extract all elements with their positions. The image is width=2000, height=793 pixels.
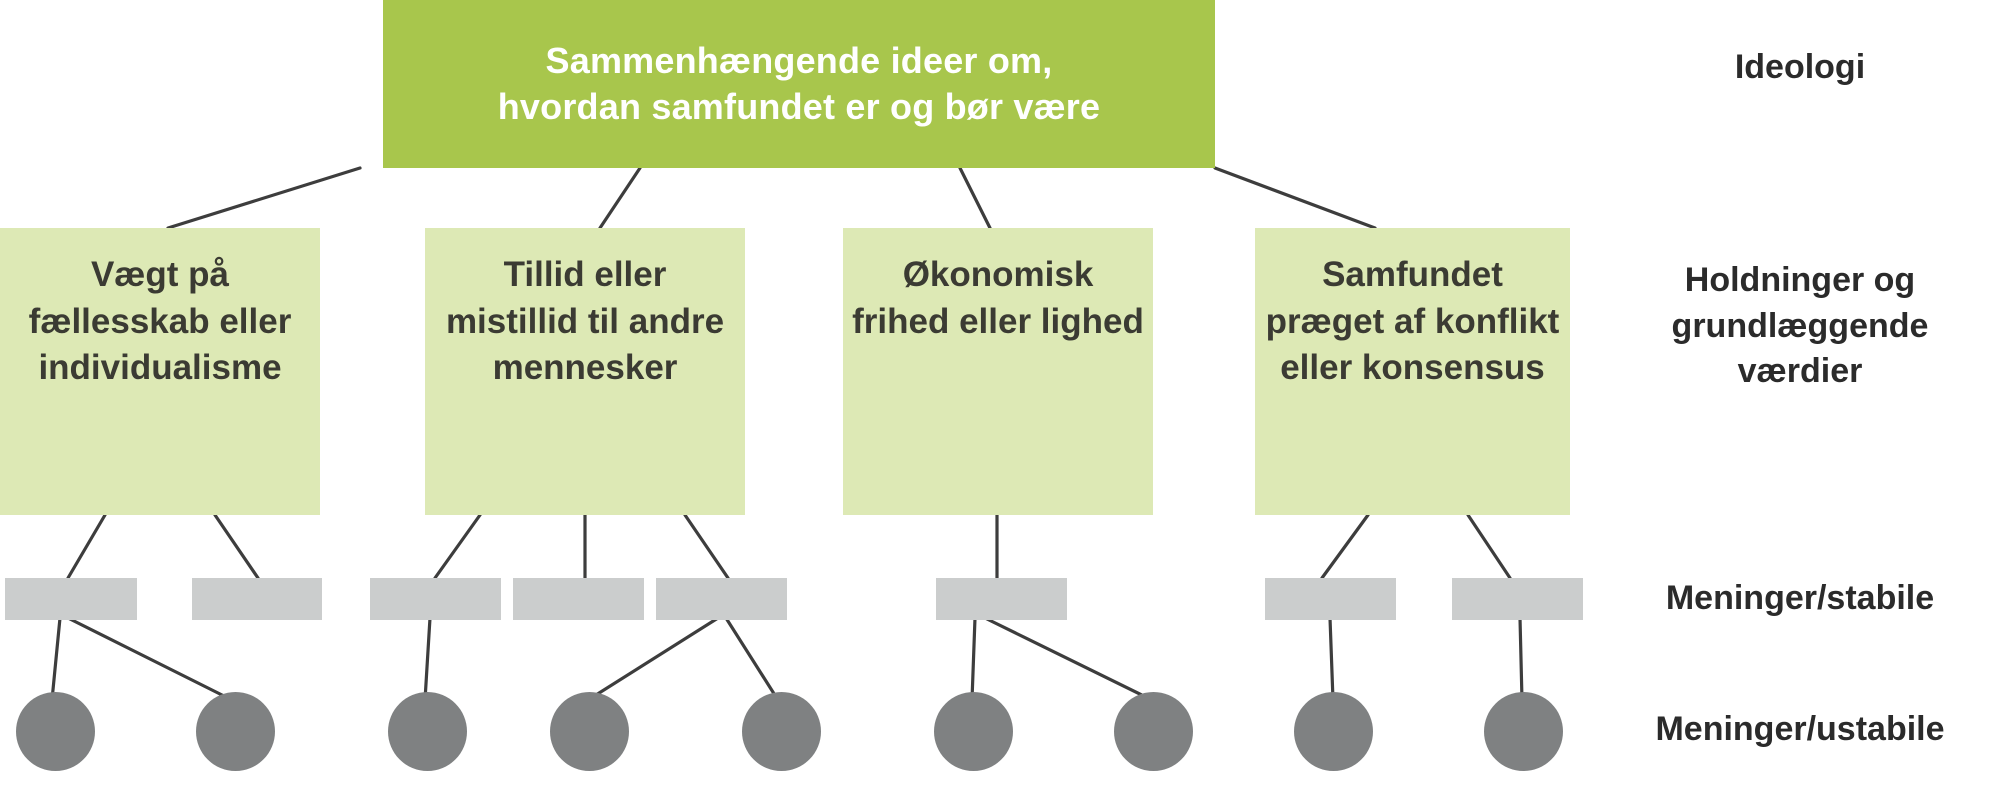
edge-attitude4-to-bar7 bbox=[1320, 513, 1370, 580]
row-label-meninger-ustabile: Meninger/ustabile bbox=[1600, 707, 2000, 753]
opinion-bar-8[interactable] bbox=[1452, 578, 1583, 620]
attitude-node-3-label: Økonomisk frihed eller lighed bbox=[852, 255, 1144, 341]
edge-bar8-to-dot9 bbox=[1518, 616, 1524, 702]
edge-root-to-attitude-4 bbox=[1213, 166, 1377, 230]
edge-attitude1-to-bar1 bbox=[66, 513, 107, 580]
row-label-meninger-ustabile-text: Meninger/ustabile bbox=[1655, 710, 1945, 749]
attitude-node-2-label: Tillid eller mistillid til andre mennesk… bbox=[445, 255, 725, 388]
opinion-bar-1[interactable] bbox=[5, 578, 137, 620]
opinion-bar-7[interactable] bbox=[1265, 578, 1396, 620]
root-node-ideology[interactable]: Sammenhængende ideer om, hvordan samfund… bbox=[383, 0, 1215, 168]
root-node-label: Sammenhængende ideer om, hvordan samfund… bbox=[498, 38, 1101, 130]
row-label-meninger-stabile-text: Meninger/stabile bbox=[1665, 579, 1935, 618]
attitude-node-1-label: Vægt på fællesskab eller individualisme bbox=[28, 255, 292, 388]
edge-bar5-to-dot5 bbox=[724, 616, 780, 702]
opinion-dot-3[interactable] bbox=[388, 692, 467, 771]
edge-bar1-to-dot2 bbox=[66, 616, 234, 702]
row-label-meninger-stabile: Meninger/stabile bbox=[1600, 576, 2000, 622]
edge-bar7-to-dot8 bbox=[1328, 616, 1335, 702]
opinion-dot-8[interactable] bbox=[1294, 692, 1373, 771]
edge-root-to-attitude-3 bbox=[958, 166, 992, 230]
edge-attitude2-to-bar3 bbox=[433, 513, 482, 580]
opinion-dot-2[interactable] bbox=[196, 692, 275, 771]
opinion-dot-5[interactable] bbox=[742, 692, 821, 771]
edge-attitude1-to-bar2 bbox=[213, 513, 260, 580]
row-label-holdninger-line-3: værdier bbox=[1737, 352, 1863, 391]
edge-attitude4-to-bar8 bbox=[1466, 513, 1512, 580]
opinion-dot-4[interactable] bbox=[550, 692, 629, 771]
opinion-bar-5[interactable] bbox=[656, 578, 787, 620]
row-label-ideologi-text: Ideologi bbox=[1734, 48, 1866, 87]
edge-root-to-attitude-1 bbox=[166, 166, 362, 230]
attitude-node-1[interactable]: Vægt på fællesskab eller individualisme bbox=[0, 228, 320, 515]
edge-attitude2-to-bar5 bbox=[683, 513, 730, 580]
edge-bar1-to-dot1 bbox=[50, 616, 62, 702]
attitude-node-3[interactable]: Økonomisk frihed eller lighed bbox=[843, 228, 1153, 515]
root-node-line-1: Sammenhængende ideer om, bbox=[545, 39, 1053, 81]
attitude-node-4-label: Samfundet præget af konflikt eller konse… bbox=[1265, 255, 1560, 388]
opinion-dot-9[interactable] bbox=[1484, 692, 1563, 771]
opinion-bar-6[interactable] bbox=[936, 578, 1067, 620]
row-label-holdninger-line-2: grundlæggende bbox=[1671, 306, 1929, 345]
row-label-holdninger-line-1: Holdninger og bbox=[1684, 261, 1916, 299]
attitude-node-2[interactable]: Tillid eller mistillid til andre mennesk… bbox=[425, 228, 745, 515]
opinion-bar-2[interactable] bbox=[192, 578, 322, 620]
edge-bar5-to-dot4 bbox=[586, 616, 720, 702]
opinion-bar-3[interactable] bbox=[370, 578, 501, 620]
root-node-line-2: hvordan samfundet er og bør være bbox=[497, 86, 1101, 127]
attitude-node-4[interactable]: Samfundet præget af konflikt eller konse… bbox=[1255, 228, 1570, 515]
opinion-dot-1[interactable] bbox=[16, 692, 95, 771]
edge-bar6-to-dot6 bbox=[970, 616, 977, 702]
opinion-bar-4[interactable] bbox=[513, 578, 644, 620]
edge-root-to-attitude-2 bbox=[598, 166, 642, 230]
edge-bar6-to-dot7 bbox=[983, 616, 1154, 702]
row-label-ideologi: Ideologi bbox=[1600, 45, 2000, 91]
opinion-dot-6[interactable] bbox=[934, 692, 1013, 771]
edge-bar3-to-dot3 bbox=[423, 616, 432, 702]
opinion-dot-7[interactable] bbox=[1114, 692, 1193, 771]
row-label-holdninger: Holdninger og grundlæggende værdier bbox=[1600, 258, 2000, 395]
